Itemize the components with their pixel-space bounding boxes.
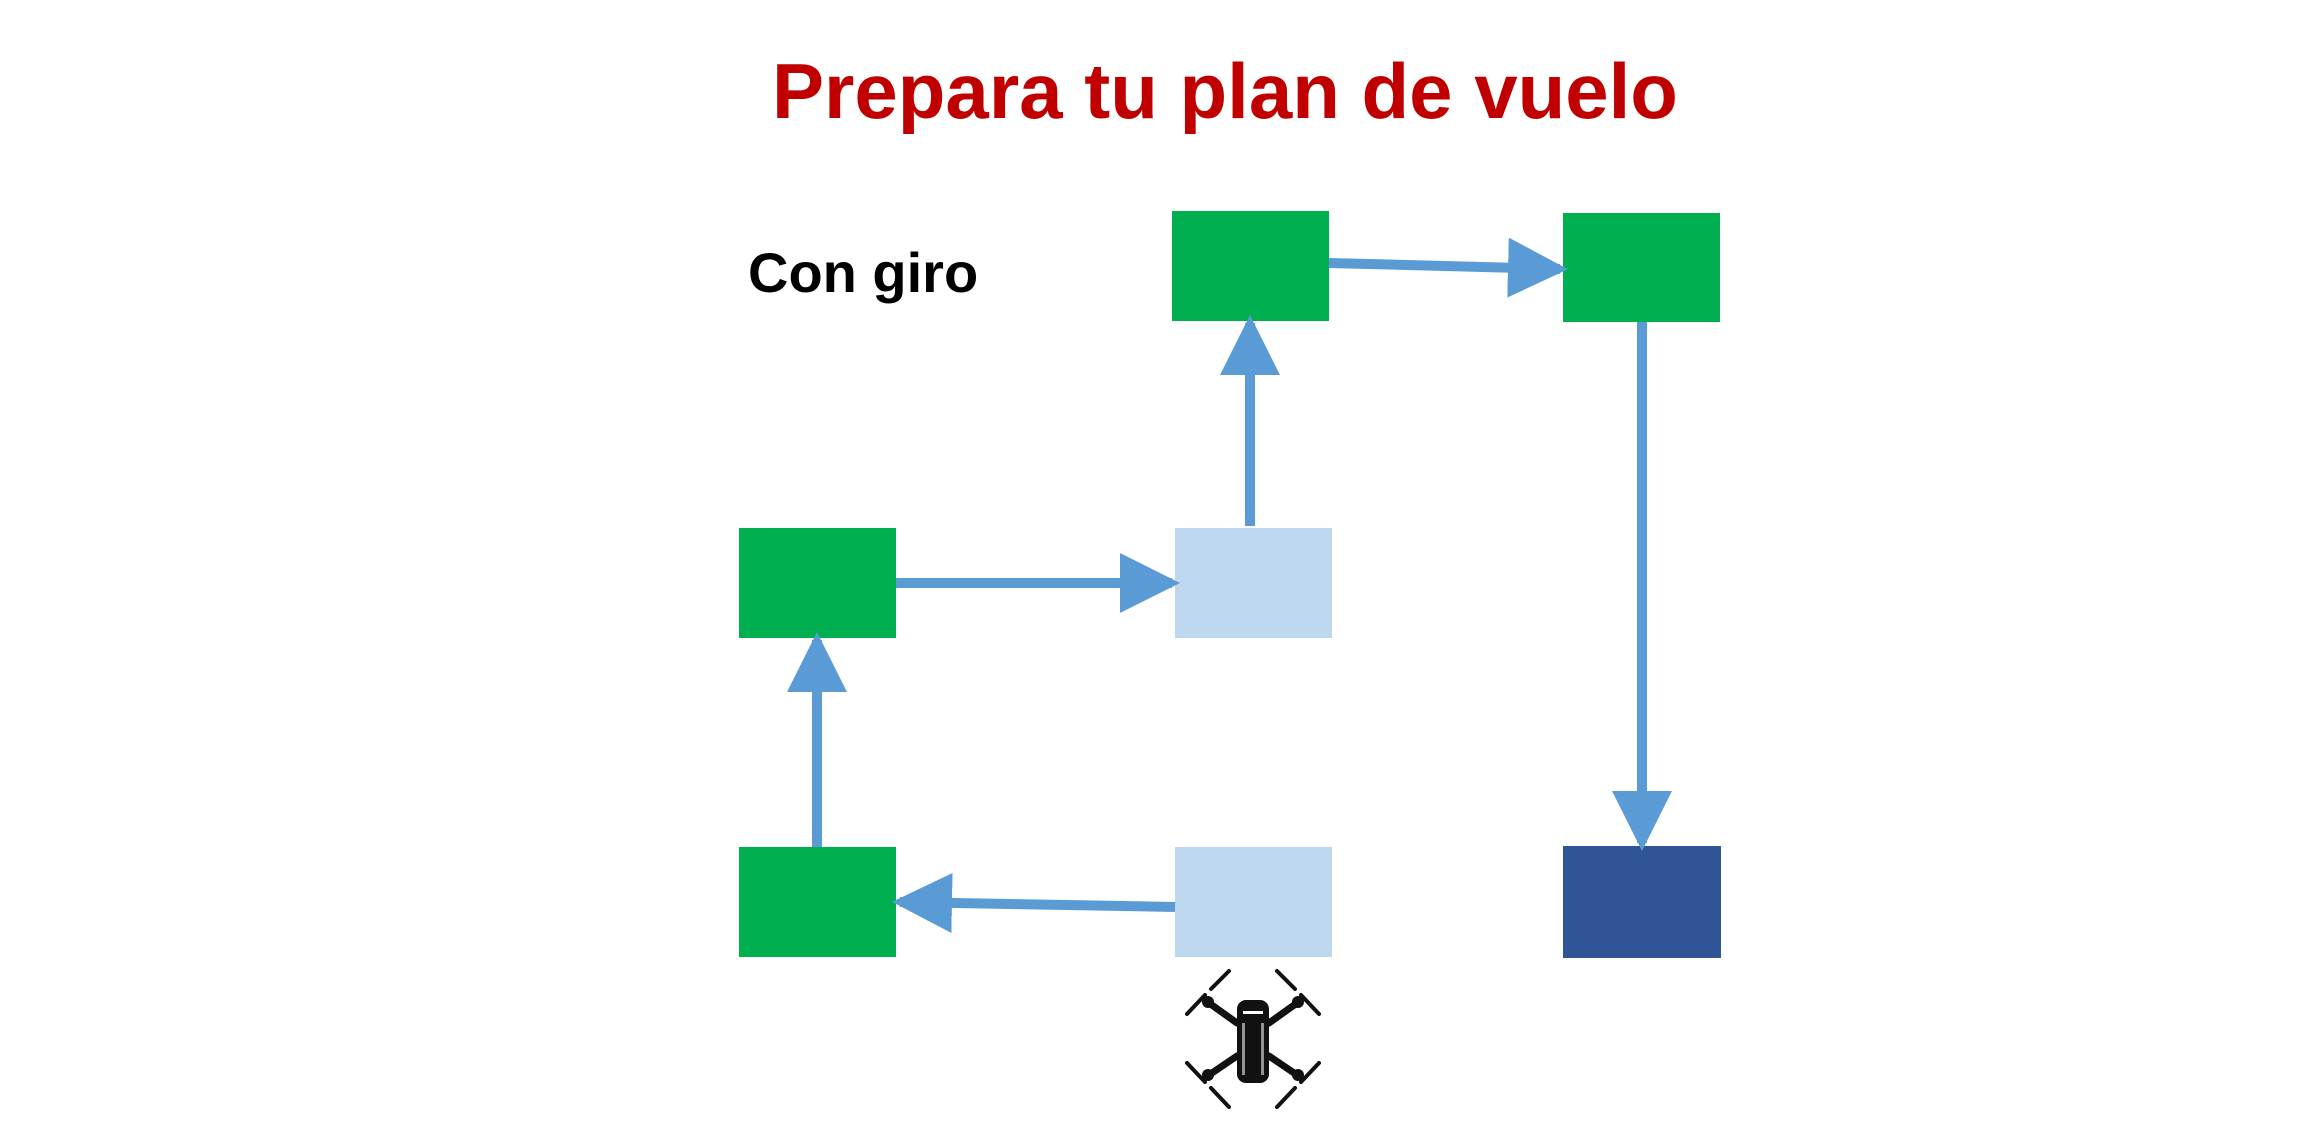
cell-top-center (1172, 211, 1329, 321)
cell-middle-center (1175, 528, 1332, 638)
cell-middle-left (739, 528, 896, 638)
page-title: Prepara tu plan de vuelo (772, 47, 1678, 135)
cell-top-right (1563, 213, 1720, 322)
arrow-left-bottom (892, 872, 1176, 933)
mode-label: Con giro (748, 241, 979, 304)
cell-bottom-right (1563, 846, 1721, 958)
arrow-right-top (1328, 237, 1568, 298)
cell-bottom-left (739, 847, 896, 957)
drone-icon (1185, 969, 1321, 1109)
cell-bottom-center (1175, 847, 1332, 957)
